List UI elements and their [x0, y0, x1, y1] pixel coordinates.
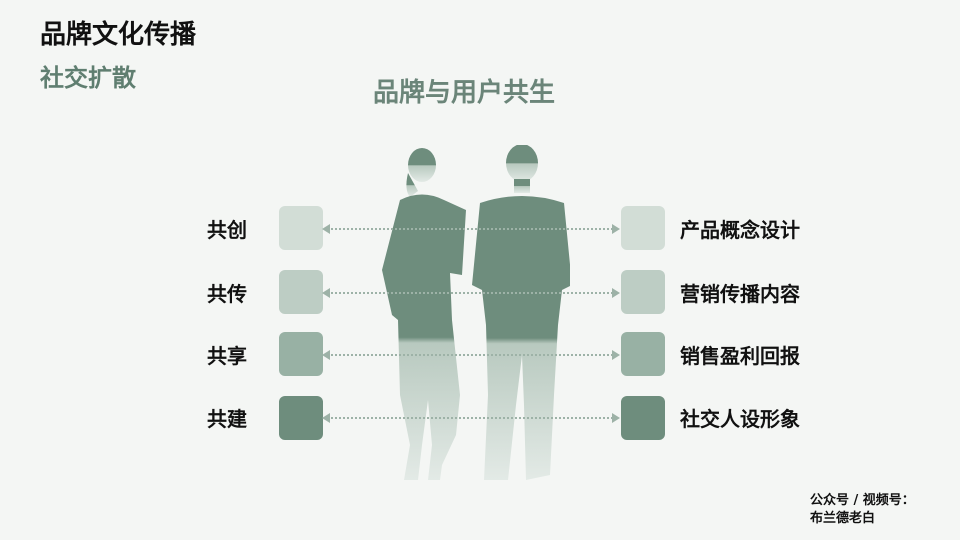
left-label-co-create: 共创	[207, 218, 247, 242]
left-square-co-share	[279, 332, 323, 376]
arrow-left-icon	[322, 224, 330, 234]
woman-silhouette	[382, 148, 466, 480]
footer-credit: 公众号 / 视频号： 布兰德老白	[810, 492, 915, 528]
right-square-sales-return	[621, 332, 665, 376]
man-silhouette	[472, 145, 570, 480]
left-square-co-create	[279, 206, 323, 250]
diagram-title: 品牌与用户共生	[373, 78, 556, 108]
right-square-social-persona	[621, 396, 665, 440]
slide-title: 品牌文化传播	[40, 20, 197, 50]
connector-line	[327, 228, 617, 230]
footer-line-1: 公众号 / 视频号：	[810, 493, 915, 508]
right-label-social-persona: 社交人设形象	[680, 407, 800, 431]
slide-subtitle: 社交扩散	[40, 64, 136, 92]
arrow-left-icon	[322, 413, 330, 423]
left-label-co-share: 共享	[207, 344, 247, 368]
footer-line-2: 布兰德老白	[810, 511, 876, 526]
business-people-illustration	[382, 145, 570, 480]
right-square-product-design	[621, 206, 665, 250]
left-square-co-build	[279, 396, 323, 440]
arrow-right-icon	[612, 224, 620, 234]
left-label-co-build: 共建	[207, 407, 247, 431]
arrow-right-icon	[612, 350, 620, 360]
right-label-product-design: 产品概念设计	[680, 218, 800, 242]
right-square-marketing-content	[621, 270, 665, 314]
left-square-co-spread	[279, 270, 323, 314]
arrow-right-icon	[612, 413, 620, 423]
left-label-co-spread: 共传	[207, 282, 247, 306]
right-label-marketing-content: 营销传播内容	[680, 282, 800, 306]
connector-line	[327, 354, 617, 356]
arrow-left-icon	[322, 350, 330, 360]
connector-line	[327, 292, 617, 294]
right-label-sales-return: 销售盈利回报	[680, 344, 800, 368]
arrow-left-icon	[322, 288, 330, 298]
arrow-right-icon	[612, 288, 620, 298]
connector-line	[327, 417, 617, 419]
